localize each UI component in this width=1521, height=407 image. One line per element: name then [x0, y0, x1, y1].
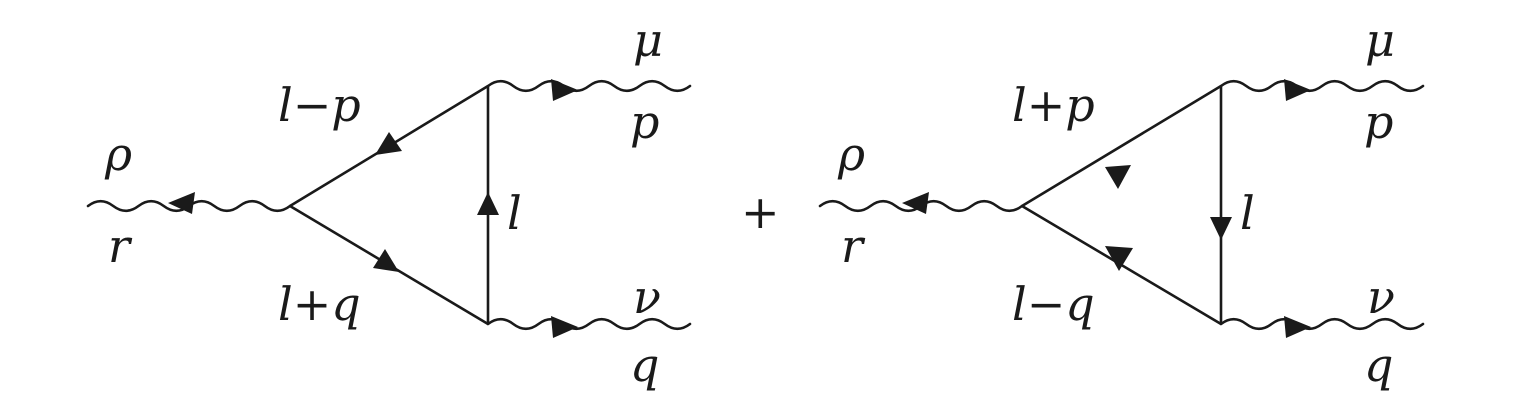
arrow-photon-mu — [1284, 79, 1311, 101]
arrow-photon-nu — [551, 316, 578, 338]
arrow-lower — [1105, 246, 1133, 271]
label-r: r — [108, 219, 133, 273]
label-l-minus-q: l−q — [1012, 277, 1095, 331]
label-l: l — [507, 186, 522, 240]
plus-operator: + — [741, 185, 780, 239]
label-l-plus-q: l+q — [278, 277, 361, 331]
diagram-2: ρ r l+p l−q l μ p ν q — [818, 13, 1425, 392]
label-l-minus-p: l−p — [278, 78, 361, 132]
diagram-1: ρ r l−p l+q l μ p ν q — [86, 13, 692, 392]
label-q: q — [630, 338, 659, 392]
label-p: p — [630, 95, 659, 149]
label-l-plus-p: l+p — [1012, 78, 1095, 132]
label-l: l — [1240, 186, 1255, 240]
label-rho: ρ — [837, 127, 865, 181]
label-rho: ρ — [104, 127, 132, 181]
outgoing-photon-nu — [486, 317, 692, 331]
outgoing-photon-nu — [1219, 317, 1425, 331]
label-p: p — [1364, 95, 1393, 149]
label-nu: ν — [1367, 270, 1395, 324]
arrow-upper — [375, 132, 402, 155]
arrow-photon-rho — [902, 192, 929, 214]
label-q: q — [1364, 338, 1393, 392]
arrow-photon-nu — [1284, 316, 1311, 338]
arrow-vertical — [477, 192, 499, 215]
arrow-lower — [373, 249, 399, 272]
arrow-photon-mu — [551, 79, 578, 101]
label-mu: μ — [1365, 13, 1395, 67]
arrow-upper — [1105, 165, 1131, 189]
propagator-upper — [1021, 84, 1222, 208]
label-nu: ν — [633, 270, 661, 324]
arrow-photon-rho — [168, 192, 195, 214]
arrow-vertical — [1210, 217, 1232, 240]
label-r: r — [841, 219, 866, 273]
outgoing-photon-mu — [1219, 79, 1425, 93]
label-mu: μ — [633, 13, 663, 67]
outgoing-photon-mu — [486, 79, 692, 93]
